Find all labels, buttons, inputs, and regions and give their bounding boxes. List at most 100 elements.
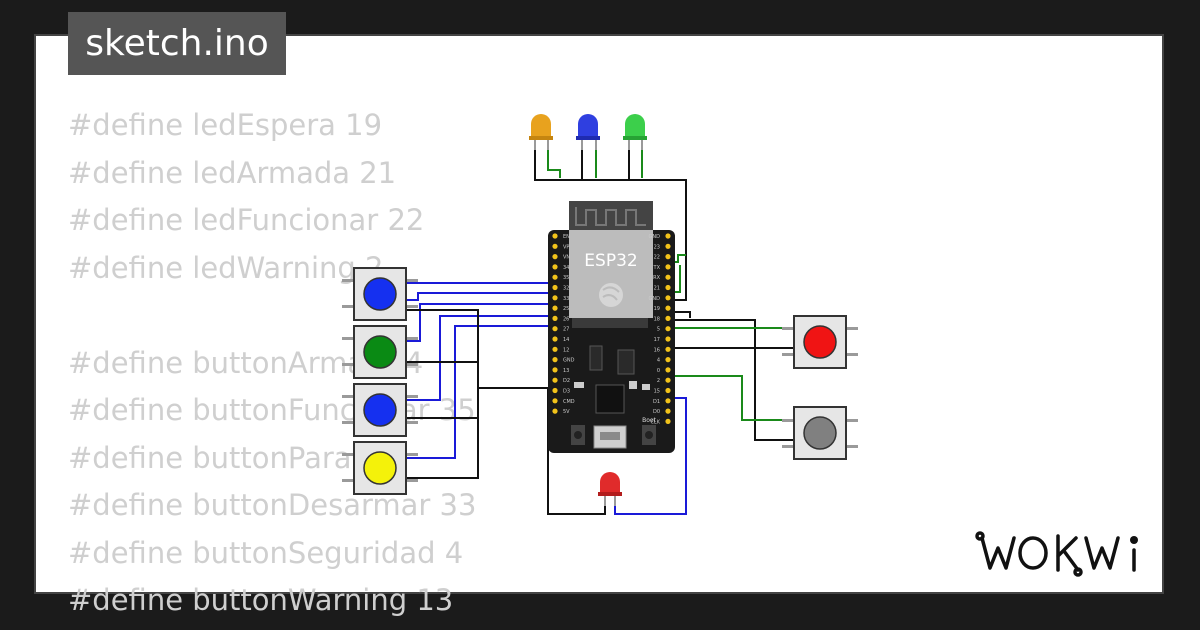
pin-label: 33 <box>563 296 569 302</box>
pin-label: 16 <box>654 347 660 353</box>
header-pin[interactable] <box>665 387 671 394</box>
header-pin[interactable] <box>552 254 558 260</box>
header-pin[interactable] <box>552 295 558 301</box>
pin-label: 14 <box>563 337 569 343</box>
led-body <box>600 472 620 494</box>
antenna-trace <box>575 207 646 226</box>
pin-label: 25 <box>563 306 569 312</box>
esp32-board[interactable]: ESP32 Boot ENVPVN343532332526271412GND13… <box>548 201 675 453</box>
led-green[interactable] <box>623 114 647 150</box>
header-pin[interactable] <box>552 357 558 363</box>
button-cap <box>803 416 837 450</box>
pushbutton-blue-1[interactable] <box>342 267 418 321</box>
pin-label: 17 <box>654 337 660 343</box>
pin-label: 4 <box>657 358 660 364</box>
pin-label: 13 <box>563 368 569 374</box>
code-line: #define ledEspera 19 <box>68 108 383 142</box>
header-pin[interactable] <box>552 284 558 291</box>
button-cap <box>363 451 397 485</box>
pin-label: 26 <box>563 316 569 322</box>
pin-label: 21 <box>654 286 660 292</box>
header-pin[interactable] <box>665 274 671 280</box>
pin-label: 15 <box>654 389 660 395</box>
header-pin[interactable] <box>665 367 671 373</box>
pin-label: 0 <box>657 368 660 374</box>
header-pin[interactable] <box>665 315 671 321</box>
file-title-tab[interactable]: sketch.ino <box>68 12 286 75</box>
header-pin[interactable] <box>552 264 558 270</box>
usb-serial-chip <box>595 384 625 414</box>
header-pin[interactable] <box>552 336 558 342</box>
pin-label: D2 <box>563 378 570 384</box>
header-pin[interactable] <box>552 377 558 383</box>
pin-label: 27 <box>563 327 569 333</box>
pushbutton-green[interactable] <box>342 325 418 379</box>
pushbutton-yellow[interactable] <box>342 441 418 495</box>
pushbutton-red[interactable] <box>782 315 858 369</box>
pin-label: D1 <box>653 399 660 405</box>
pin-label: GND <box>649 296 661 302</box>
pin-label: 23 <box>654 244 660 250</box>
wokwi-logo[interactable] <box>975 524 1148 580</box>
pin-label: 5V <box>563 409 570 415</box>
led-red[interactable] <box>598 472 622 506</box>
code-editor-preview: #define ledEspera 19 #define ledArmada 2… <box>68 102 476 625</box>
header-pin[interactable] <box>552 408 558 414</box>
wires <box>406 150 794 515</box>
header-pin[interactable] <box>665 254 671 260</box>
header-pin[interactable] <box>665 264 671 270</box>
pin-label: 35 <box>563 275 569 281</box>
header-pin[interactable] <box>665 326 671 332</box>
header-pin[interactable] <box>665 346 671 352</box>
pin-label: VN <box>563 255 570 261</box>
pushbutton-gray[interactable] <box>782 406 858 460</box>
boot-label: Boot <box>642 417 656 424</box>
led-orange[interactable] <box>529 114 553 150</box>
header-pin[interactable] <box>665 377 671 383</box>
pin-label: 22 <box>654 255 660 261</box>
pin-label: D0 <box>653 409 660 415</box>
header-pin[interactable] <box>665 305 671 311</box>
header-pin[interactable] <box>552 305 558 311</box>
code-line: #define buttonSeguridad 4 <box>68 535 464 570</box>
header-pin[interactable] <box>552 274 558 280</box>
header-pin[interactable] <box>665 357 671 363</box>
header-pin[interactable] <box>665 408 671 414</box>
header-pin[interactable] <box>665 336 671 342</box>
header-pin[interactable] <box>665 295 671 301</box>
regulator-chip <box>589 345 603 371</box>
header-pin[interactable] <box>552 243 558 249</box>
header-pin[interactable] <box>552 398 558 404</box>
canvas-card: #define ledEspera 19 #define ledArmada 2… <box>34 34 1164 617</box>
pin-label: CLK <box>650 419 660 425</box>
pushbutton-blue-2[interactable] <box>342 383 418 437</box>
pin-label: 2 <box>657 378 660 384</box>
header-pin[interactable] <box>552 233 558 239</box>
code-line: #define ledArmada 21 <box>68 155 397 190</box>
button-cap <box>363 393 397 427</box>
pin-label: 18 <box>654 316 660 322</box>
header-pin[interactable] <box>552 387 558 394</box>
pin-label: GND <box>563 358 575 364</box>
header-pin[interactable] <box>665 233 671 239</box>
pin-label: 34 <box>563 265 569 271</box>
header-pin[interactable] <box>552 367 558 373</box>
header-pin[interactable] <box>665 418 671 424</box>
header-pin[interactable] <box>665 243 671 249</box>
pin-label: VP <box>563 244 569 250</box>
pin-label: 5 <box>657 327 660 333</box>
led-body <box>625 114 645 138</box>
header-pin[interactable] <box>665 398 671 404</box>
header-pin[interactable] <box>552 315 558 321</box>
header-pin[interactable] <box>665 284 671 291</box>
header-pin[interactable] <box>552 346 558 352</box>
button-cap <box>363 277 397 311</box>
led-body <box>531 114 551 138</box>
led-blue[interactable] <box>576 114 600 150</box>
header-pin[interactable] <box>552 326 558 332</box>
pin-label: 32 <box>563 286 569 292</box>
pin-label: TX <box>653 265 661 271</box>
